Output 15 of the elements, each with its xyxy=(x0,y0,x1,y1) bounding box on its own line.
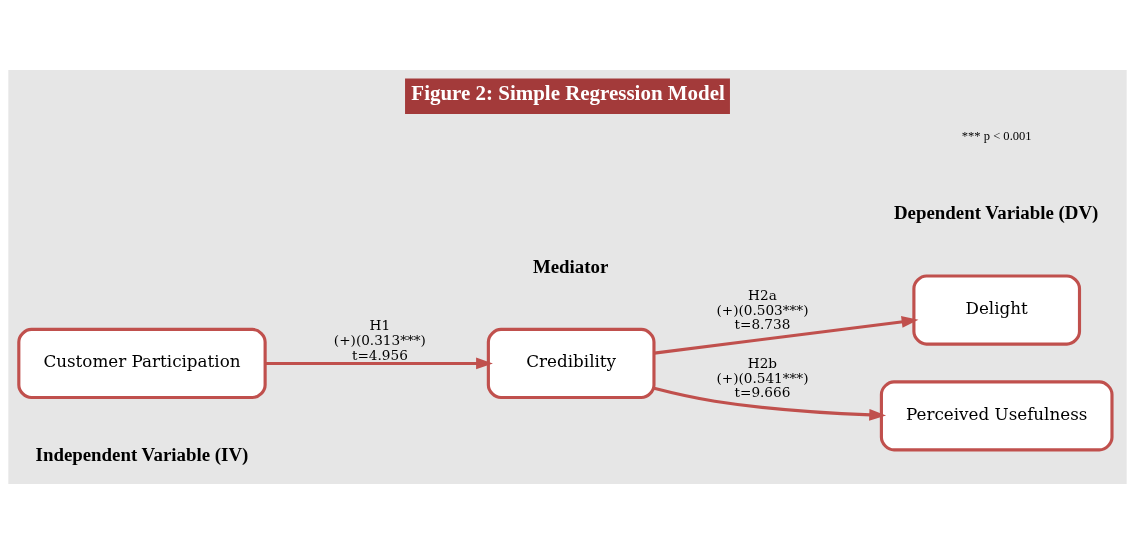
arrow xyxy=(653,386,887,421)
arrow xyxy=(265,357,493,369)
edge-label: H2a (+)(0.503***) t=8.738 xyxy=(716,286,809,332)
arrow xyxy=(654,315,919,355)
label: Dependent Variable (DV) xyxy=(893,201,1099,223)
edge-label: H2b (+)(0.541***) t=9.666 xyxy=(716,354,809,400)
diagram-title: Figure 2: Simple Regression Model xyxy=(411,80,725,105)
node-box: Delight xyxy=(912,273,1082,346)
node-box: Perceived Usefulness xyxy=(879,379,1114,451)
label: *** p < 0.001 xyxy=(961,128,1032,143)
edge-label: H1 (+)(0.313***) t=4.956 xyxy=(333,316,426,363)
node-box: Customer Participation xyxy=(17,327,267,399)
label: Independent Variable (IV) xyxy=(35,443,249,465)
label: Mediator xyxy=(532,255,609,277)
node-box: Credibility xyxy=(486,327,656,399)
